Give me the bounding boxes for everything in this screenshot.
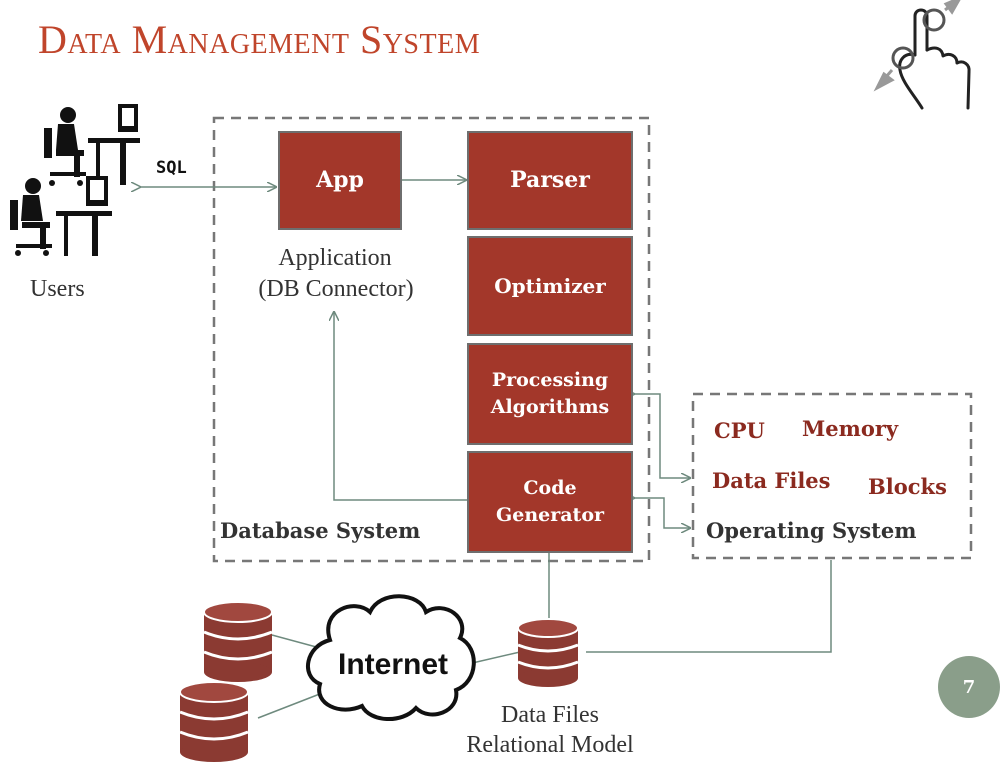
codegen-to-app-arrow (334, 312, 467, 501)
codegen-box: Code Generator (467, 451, 633, 553)
app-label-line1: Application (278, 245, 392, 271)
internet-cloud-icon (306, 594, 476, 722)
storage-label-line1: Data Files (501, 702, 599, 728)
slide-title: Data Management System (38, 17, 481, 62)
operating-system-label: Operating System (706, 518, 917, 543)
net-line-1 (271, 634, 321, 649)
page-number-badge: 7 (938, 656, 1000, 718)
blocks-label: Blocks (868, 474, 947, 499)
optimizer-box: Optimizer (467, 236, 633, 336)
db-cylinder-icon-2 (179, 681, 249, 762)
users-label: Users (30, 276, 85, 302)
database-system-frame (212, 116, 651, 563)
os-frame (691, 392, 973, 560)
processing-box: Processing Algorithms (467, 343, 633, 445)
cpu-label: CPU (714, 418, 765, 443)
app-box: App (278, 131, 402, 230)
app-box-label: App (316, 167, 364, 193)
processing-label-line2: Algorithms (490, 396, 610, 418)
codegen-label-line1: Code (523, 477, 577, 499)
users-icon (10, 104, 140, 256)
codegen-label-line2: Generator (496, 504, 604, 526)
app-label-line2: (DB Connector) (258, 276, 414, 302)
memory-label: Memory (802, 416, 899, 441)
parser-label: Parser (510, 167, 590, 193)
optimizer-label: Optimizer (494, 273, 606, 298)
db-cylinder-icon-3 (517, 618, 579, 687)
codegen-os-arrow (634, 498, 690, 528)
sql-label: SQL (156, 158, 187, 178)
net-line-3 (467, 651, 521, 665)
internet-label: Internet (338, 648, 449, 681)
db-cylinder-icon-1 (203, 601, 273, 682)
processing-label-line1: Processing (491, 369, 609, 391)
database-system-label: Database System (220, 518, 421, 543)
processing-os-arrow (634, 394, 690, 478)
storage-label-line2: Relational Model (466, 732, 634, 758)
os-to-db-line (586, 560, 832, 653)
data-files-label: Data Files (712, 468, 831, 493)
parser-box: Parser (467, 131, 633, 230)
